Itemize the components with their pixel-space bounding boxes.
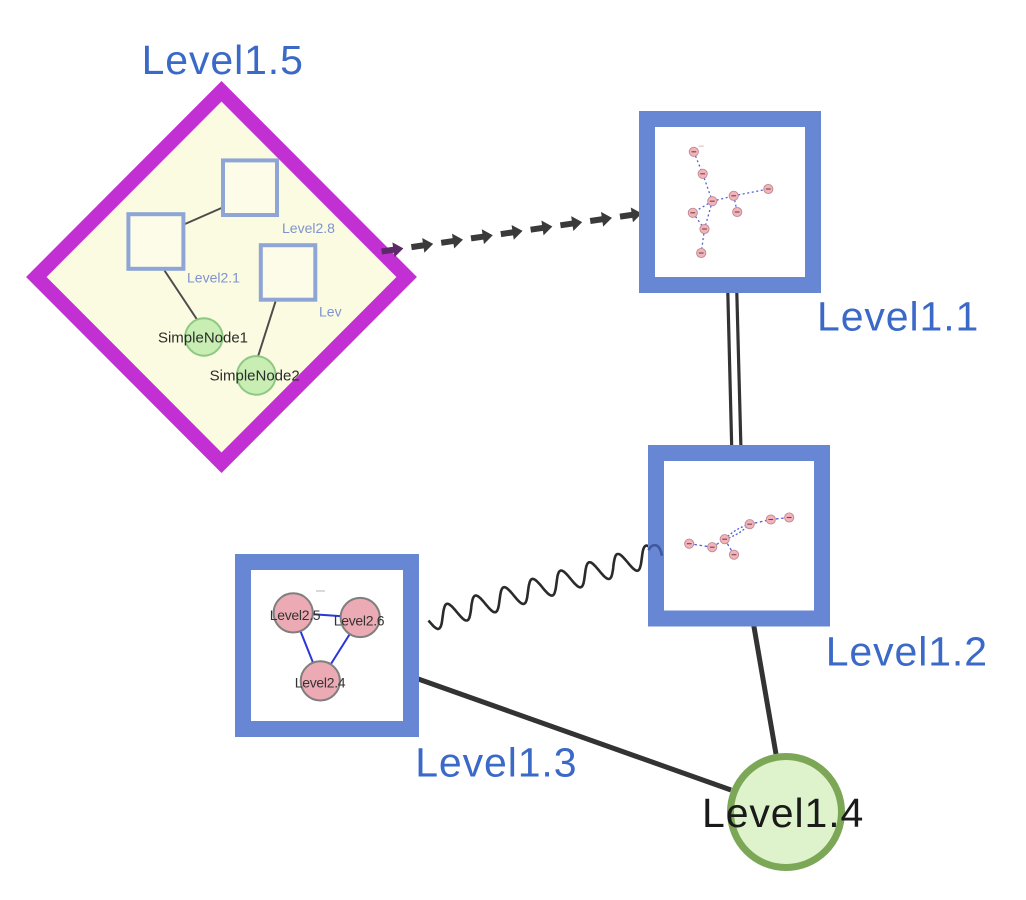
svg-text:Level1.5: Level1.5: [142, 37, 304, 83]
svg-text:Level1.3: Level1.3: [415, 740, 577, 786]
svg-text:Level2.4: Level2.4: [295, 674, 346, 690]
svg-text:Level2.6: Level2.6: [334, 612, 385, 628]
svg-text:SimpleNode1: SimpleNode1: [158, 330, 248, 347]
svg-text:SimpleNode2: SimpleNode2: [210, 368, 300, 385]
svg-text:Level2.1: Level2.1: [187, 269, 240, 285]
svg-text:Level2.5: Level2.5: [270, 607, 321, 623]
svg-text:Level1.2: Level1.2: [826, 629, 988, 675]
svg-text:Lev: Lev: [319, 303, 342, 319]
svg-text:Level1.1: Level1.1: [817, 294, 979, 340]
svg-text:Level2.8: Level2.8: [282, 220, 335, 236]
svg-text:Level1.4: Level1.4: [702, 790, 864, 836]
